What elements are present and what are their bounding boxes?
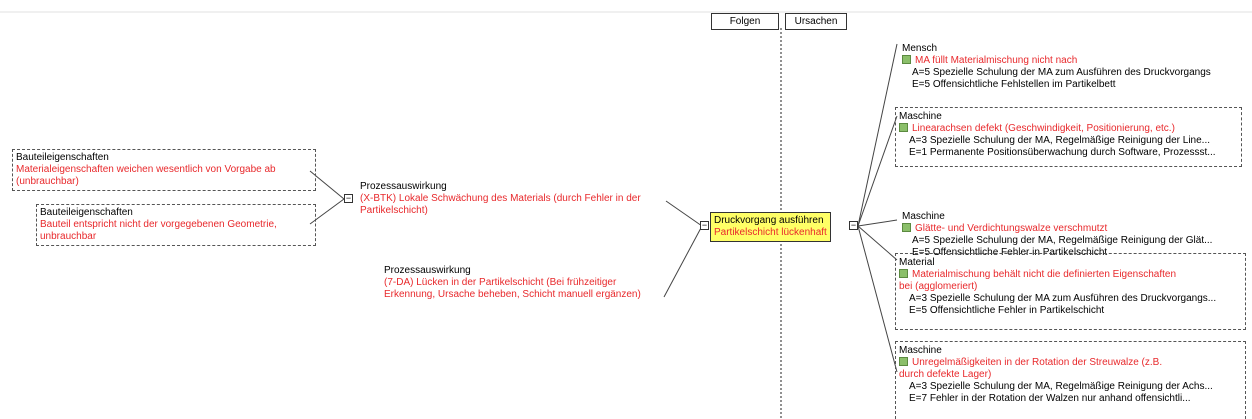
cause-text-line: Materialmischung behält nicht die defini… bbox=[899, 269, 1242, 281]
effect-text-line: Partikelschicht) bbox=[360, 205, 428, 216]
cause-icon bbox=[899, 123, 908, 132]
header-folgen[interactable]: Folgen bbox=[711, 13, 779, 30]
cause-category: Material bbox=[899, 257, 935, 268]
effect-node-2[interactable]: Prozessauswirkung (7-DA) Lücken in der P… bbox=[384, 265, 641, 301]
subeffect-node-2[interactable]: Bauteileigenschaften Bauteil entspricht … bbox=[36, 204, 316, 246]
cause-text-line: durch defekte Lager) bbox=[899, 369, 992, 380]
effect-text-line: Erkennung, Ursache beheben, Schicht manu… bbox=[384, 289, 641, 300]
connector-cause-5 bbox=[857, 225, 898, 373]
header-ursachen[interactable]: Ursachen bbox=[785, 13, 847, 30]
connector-cause-4 bbox=[857, 225, 898, 261]
cause-category: Maschine bbox=[899, 345, 942, 356]
connector-effect-1 bbox=[665, 200, 703, 227]
cause-category: Mensch bbox=[902, 43, 938, 54]
cause-e-measure: E=1 Permanente Positionsüberwachung durc… bbox=[909, 147, 1216, 158]
cause-icon bbox=[902, 223, 911, 232]
cause-category: Maschine bbox=[899, 111, 942, 122]
connector-effect-2 bbox=[663, 225, 703, 298]
center-subtitle: Partikelschicht lückenhaft bbox=[714, 227, 827, 238]
cause-node-5[interactable]: Maschine Unregelmäßigkeiten in der Rotat… bbox=[895, 341, 1246, 419]
subeffect-text-line: Bauteil entspricht nicht der vorgegebene… bbox=[40, 219, 277, 230]
cause-text-line: bei (agglomeriert) bbox=[899, 281, 978, 292]
subeffect-text-line: (unbrauchbar) bbox=[16, 176, 79, 187]
cause-e-measure: E=7 Fehler in der Rotation der Walzen nu… bbox=[909, 393, 1191, 404]
subeffect-category: Bauteileigenschaften bbox=[40, 207, 133, 218]
cause-node-4[interactable]: Material Materialmischung behält nicht d… bbox=[895, 253, 1246, 330]
cause-a-measure: A=3 Spezielle Schulung der MA, Regelmäßi… bbox=[909, 381, 1213, 392]
center-title: Druckvorgang ausführen bbox=[714, 215, 824, 226]
effect-text-line: (7-DA) Lücken in der Partikelschicht (Be… bbox=[384, 277, 617, 288]
subeffect-category: Bauteileigenschaften bbox=[16, 152, 109, 163]
cause-text-line: Linearachsen defekt (Geschwindigkeit, Po… bbox=[899, 123, 1238, 135]
subeffect-node-1[interactable]: Bauteileigenschaften Materialeigenschaft… bbox=[12, 149, 316, 191]
cause-icon bbox=[899, 269, 908, 278]
cause-node-2[interactable]: Maschine Linearachsen defekt (Geschwindi… bbox=[895, 107, 1242, 167]
effect-category: Prozessauswirkung bbox=[384, 265, 471, 276]
cause-a-measure: A=3 Spezielle Schulung der MA, Regelmäßi… bbox=[909, 135, 1211, 146]
cause-e-measure: E=5 Offensichtliche Fehlstellen im Parti… bbox=[912, 79, 1116, 90]
cause-e-measure: E=5 Offensichtliche Fehler in Partikelsc… bbox=[909, 305, 1105, 316]
cause-e-measure: E=5 Offensichtliche Fehler in Partikelsc… bbox=[912, 247, 1108, 258]
collapse-toggle-causes[interactable]: − bbox=[849, 220, 858, 230]
cause-a-measure: A=3 Spezielle Schulung der MA zum Ausfüh… bbox=[909, 293, 1217, 304]
cause-a-measure: A=5 Spezielle Schulung der MA, Regelmäßi… bbox=[912, 235, 1213, 246]
connector-cause-1 bbox=[857, 43, 898, 227]
cause-a-measure: A=5 Spezielle Schulung der MA zum Ausfüh… bbox=[912, 67, 1211, 78]
cause-text-line: Unregelmäßigkeiten in der Rotation der S… bbox=[899, 357, 1242, 369]
subeffect-text-line: Materialeigenschaften weichen wesentlich… bbox=[16, 164, 276, 175]
collapse-toggle-effect-1[interactable]: − bbox=[344, 193, 353, 203]
cause-icon bbox=[902, 55, 911, 64]
cause-category: Maschine bbox=[902, 211, 945, 222]
subeffect-text-line: unbrauchbar bbox=[40, 231, 97, 242]
center-node[interactable]: Druckvorgang ausführen Partikelschicht l… bbox=[710, 212, 831, 242]
effect-node-1[interactable]: Prozessauswirkung (X-BTK) Lokale Schwäch… bbox=[360, 181, 641, 217]
connector-cause-3 bbox=[857, 219, 898, 227]
connector-cause-2 bbox=[857, 115, 898, 227]
effect-text-line: (X-BTK) Lokale Schwächung des Materials … bbox=[360, 193, 641, 204]
cause-node-3[interactable]: Maschine Glätte- und Verdichtungswalze v… bbox=[899, 211, 1215, 259]
collapse-toggle-effects[interactable]: − bbox=[700, 220, 709, 230]
cause-node-1[interactable]: Mensch MA füllt Materialmischung nicht n… bbox=[899, 43, 1214, 91]
effect-category: Prozessauswirkung bbox=[360, 181, 447, 192]
cause-text-line: MA füllt Materialmischung nicht nach bbox=[902, 55, 1211, 67]
cause-text-line: Glätte- und Verdichtungswalze verschmutz… bbox=[902, 223, 1212, 235]
cause-icon bbox=[899, 357, 908, 366]
